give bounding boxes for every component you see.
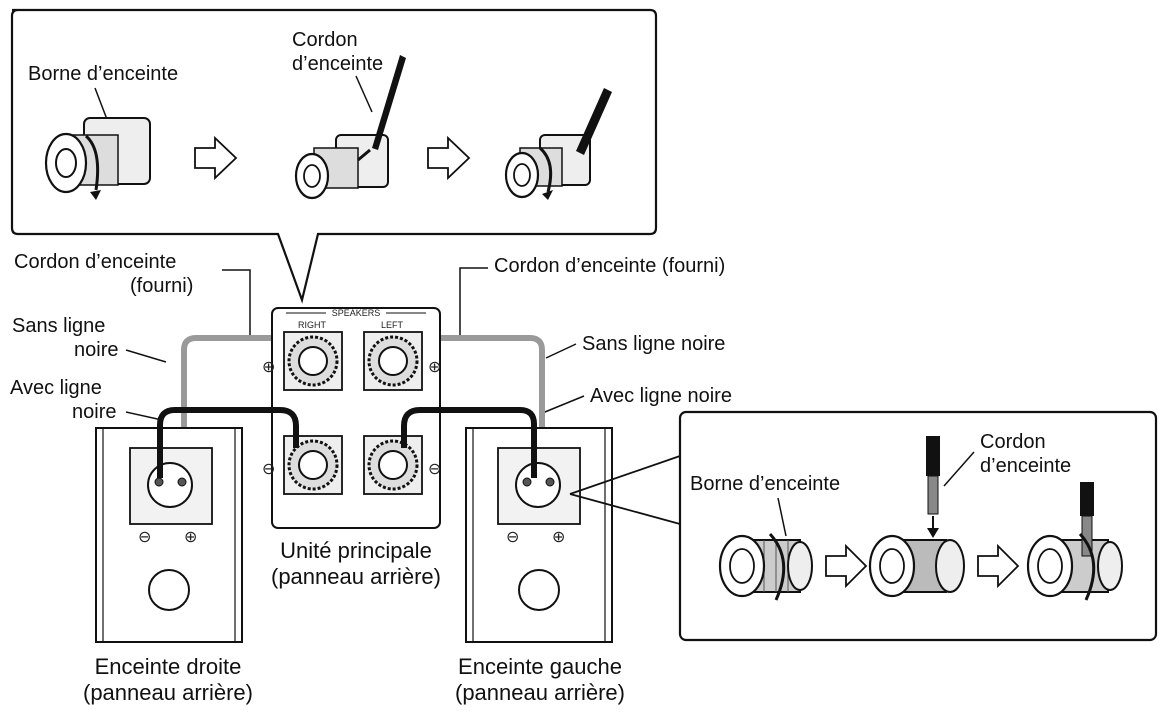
no-line-left-label-line1: Sans ligne <box>12 315 105 337</box>
no-line-left-label-line2: noire <box>74 339 118 361</box>
left-label: LEFT <box>381 320 404 330</box>
bottom-terminal-step3 <box>1026 482 1123 601</box>
top-terminal-step2 <box>294 55 406 200</box>
top-cord-label-line2: d’enceinte <box>292 53 383 75</box>
main-plus-left: ⊕ <box>262 357 275 376</box>
speaker-right-minus: ⊖ <box>138 527 151 546</box>
with-line-right-label: Avec ligne noire <box>590 385 732 407</box>
main-unit-caption-line2: (panneau arrière) <box>271 564 441 589</box>
main-plus-right: ⊕ <box>428 357 441 376</box>
speaker-left-plus: ⊕ <box>552 527 565 546</box>
right-label: RIGHT <box>298 320 327 330</box>
main-minus-right: ⊖ <box>428 459 441 478</box>
bottom-terminal-step2 <box>868 436 965 598</box>
cord-left-label-line2: (fourni) <box>130 275 193 297</box>
main-unit-panel: SPEAKERS RIGHT LEFT ⊕ ⊕ ⊖ ⊖ <box>262 307 441 529</box>
bottom-arrow-2 <box>977 543 1020 589</box>
speaker-right-plus: ⊕ <box>184 527 197 546</box>
bottom-cord-label-line1: Cordon <box>980 431 1046 453</box>
cord-left-label-line1: Cordon d’enceinte <box>14 251 176 273</box>
top-callout-panel: Borne d’enceinte Cordon d’enceinte <box>10 8 658 304</box>
bottom-terminal-label: Borne d’enceinte <box>690 473 840 495</box>
main-unit-caption-line1: Unité principale <box>280 538 432 563</box>
cord-labels: Cordon d’enceinte (fourni) Cordon d’ence… <box>10 251 732 423</box>
bottom-cord-label-line2: d’enceinte <box>980 455 1071 477</box>
grey-cords <box>181 335 545 478</box>
top-cord-label-line1: Cordon <box>292 29 358 51</box>
top-terminal-label: Borne d’enceinte <box>28 63 178 85</box>
speaker-left-caption-line2: (panneau arrière) <box>455 680 625 705</box>
speaker-left-caption-line1: Enceinte gauche <box>458 654 622 679</box>
top-terminal-step3 <box>504 88 612 200</box>
speaker-left-box: ⊖ ⊕ <box>465 427 613 643</box>
bottom-arrow-1 <box>825 543 868 589</box>
bottom-callout-panel: Borne d’enceinte Cordon d’enceinte <box>569 410 1158 642</box>
cord-right-label: Cordon d’enceinte (fourni) <box>494 255 725 277</box>
speaker-right-caption-line1: Enceinte droite <box>95 654 242 679</box>
top-terminal-step1 <box>44 117 151 200</box>
main-minus-left: ⊖ <box>262 459 275 478</box>
bottom-terminal-step1 <box>718 532 813 601</box>
speaker-right-caption-line2: (panneau arrière) <box>83 680 253 705</box>
speaker-left-minus: ⊖ <box>506 527 519 546</box>
no-line-right-label: Sans ligne noire <box>582 333 725 355</box>
top-arrow-2 <box>427 135 471 181</box>
with-line-left-label-line1: Avec ligne <box>10 377 102 399</box>
black-cords <box>157 407 537 478</box>
speaker-right-box: ⊖ ⊕ <box>95 427 243 643</box>
top-arrow-1 <box>194 135 238 181</box>
speakers-label: SPEAKERS <box>332 308 381 318</box>
with-line-left-label-line2: noire <box>72 401 116 423</box>
